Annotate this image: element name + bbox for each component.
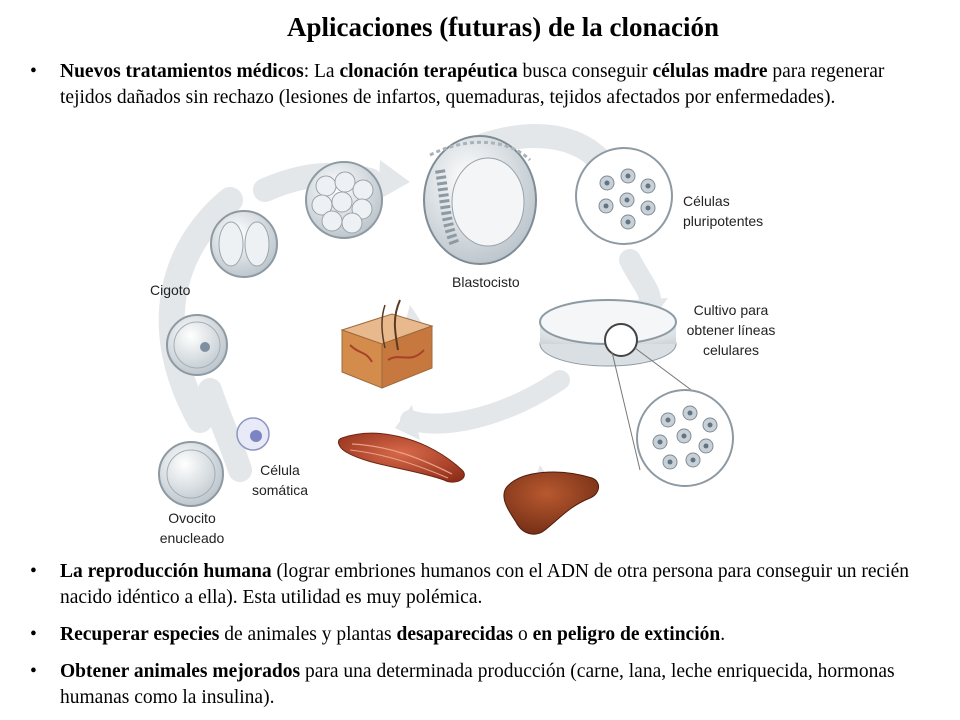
bullet-item-medical-treatments: • Nuevos tratamientos médicos: La clonac… — [30, 59, 930, 111]
bullet-dot: • — [30, 661, 37, 682]
two-cell-embryo-icon — [210, 210, 278, 278]
bullet-text: Nuevos tratamientos médicos: La clonació… — [60, 59, 930, 111]
bullet-dot: • — [30, 624, 37, 645]
enucleated-oocyte-icon — [158, 441, 224, 507]
bullet-dot: • — [30, 61, 37, 82]
label-cell-culture: Cultivo para obtener líneas celulares — [672, 300, 790, 360]
label-line: obtener líneas — [686, 322, 776, 338]
label-somatic-cell: Célula somática — [240, 460, 320, 500]
label-zygote: Cigoto — [150, 282, 191, 298]
liver-icon — [503, 471, 599, 535]
bullet-text: La reproducción humana (lograr embriones… — [60, 559, 930, 611]
blastocyst-icon — [423, 135, 537, 265]
petri-dish-icon — [539, 299, 677, 367]
skin-tissue-icon — [340, 299, 434, 389]
zygote-icon — [166, 314, 228, 376]
morula-icon — [305, 161, 383, 239]
label-line: enucleado — [159, 530, 225, 546]
bold-run: Obtener animales mejorados — [60, 661, 301, 682]
text-run: (lograr embriones humanos con el ADN de … — [60, 561, 909, 608]
bullet-item-improved-animals: • Obtener animales mejorados para una de… — [30, 659, 930, 711]
bullet-text: Obtener animales mejorados para una dete… — [60, 659, 930, 711]
label-line: Células — [683, 193, 730, 209]
label-line: Célula — [260, 462, 300, 478]
text-run: de animales y plantas — [219, 624, 397, 645]
bold-run: Nuevos tratamientos médicos — [60, 61, 304, 82]
bold-run: Recuperar especies — [60, 624, 220, 645]
text-run: para regenerar tejidos dañados sin recha… — [60, 61, 885, 108]
cycle-arrowheads — [378, 140, 668, 495]
bullet-item-recover-species: • Recuperar especies de animales y plant… — [30, 622, 930, 648]
bullet-item-human-reproduction: • La reproducción humana (lograr embrion… — [30, 559, 930, 611]
page-title: Aplicaciones (futuras) de la clonación — [287, 12, 719, 42]
muscle-icon — [338, 432, 465, 483]
label-pluripotent-cells: Células pluripotentes — [683, 191, 763, 231]
bold-run: células madre — [652, 61, 768, 82]
bold-run: desaparecidas — [396, 624, 514, 645]
cycle-arrows — [158, 124, 661, 482]
label-line: celulares — [702, 342, 760, 358]
label-line: Cultivo para — [693, 302, 769, 318]
bullet-text: Recuperar especies de animales y plantas… — [60, 622, 930, 648]
label-line: somática — [251, 482, 309, 498]
somatic-cell-icon — [236, 417, 270, 451]
bold-run: en peligro de extinción — [532, 624, 721, 645]
pluripotent-cells-icon — [575, 147, 673, 245]
text-run: : La — [303, 61, 340, 82]
text-run: . — [720, 624, 726, 645]
label-line: pluripotentes — [683, 213, 764, 229]
bold-run: La reproducción humana — [60, 561, 272, 582]
bullet-dot: • — [30, 561, 37, 582]
cell-line-icon — [611, 347, 734, 487]
bold-run: clonación terapéutica — [339, 61, 518, 82]
text-run: para una determinada producción (carne, … — [60, 661, 895, 708]
label-blastocyst: Blastocisto — [452, 274, 520, 290]
label-line: Ovocito — [168, 510, 216, 526]
label-enucleated-oocyte: Ovocito enucleado — [150, 508, 234, 548]
text-run: o — [513, 624, 533, 645]
text-run: busca conseguir — [517, 61, 653, 82]
